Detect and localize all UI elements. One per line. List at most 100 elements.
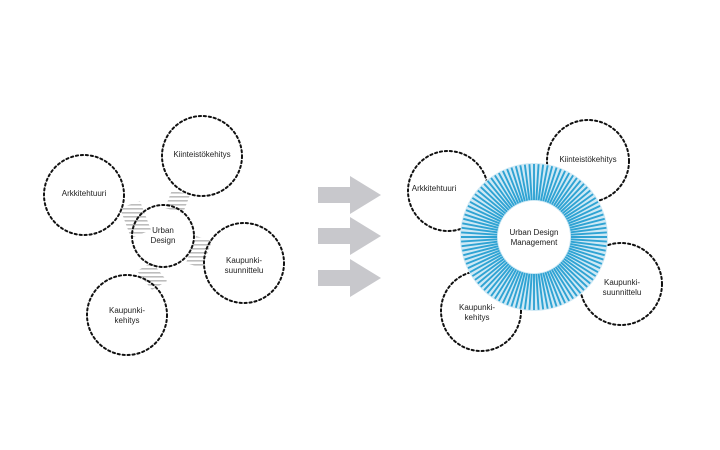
udm-ring-ray [554,266,578,297]
udm-ring-ray [474,257,505,281]
udm-ring-ray [497,268,518,302]
udm-ring-ray [523,273,531,310]
udm-ring-ray [483,183,510,211]
udm-ring-ray [464,247,500,261]
udm-ring-ray [477,189,507,215]
udm-ring-ray [564,197,597,218]
udm-ring-ray [563,193,594,217]
udm-ring-ray [465,249,500,265]
udm-ring-ray [462,222,498,232]
left-center-node [131,204,195,268]
left-label-kaupunkisuunnittelu: Kaupunki- suunnittelu [224,256,264,275]
udm-ring-ray [544,271,558,307]
arrow-2 [318,217,381,255]
udm-ring-ray [461,226,498,234]
udm-ring-rays [461,164,607,310]
udm-ring-ray [563,257,594,281]
udm-ring-ray [554,177,578,208]
udm-ring-ray [548,270,566,304]
udm-ring-ray [537,273,545,310]
udm-ring-ray [567,251,601,269]
udm-ring-ray [553,267,574,300]
udm-ring-ray [461,231,498,236]
udm-ring-ray [463,217,499,229]
right-label-kiinteisto: Kiinteistökehitys [559,155,617,164]
udm-ring-ray [469,200,503,221]
udm-ring-ray [506,271,522,306]
right-node-kaupunkisuunnittelu [579,242,663,326]
udm-ring-ray [494,267,515,300]
udm-ring-ray [546,168,562,203]
udm-ring-ray [528,273,533,310]
udm-ring-ray [565,200,599,221]
udm-ring-ray [542,272,554,308]
udm-ring-ray [469,253,503,274]
udm-ring-ray [510,167,524,203]
udm-ring-ray [506,168,522,203]
udm-ring-ray [568,209,603,225]
connector-kaupunkikehitys [137,262,167,290]
udm-ring-ray [514,272,526,308]
udm-ring-ray [480,186,508,213]
udm-ring-ray [539,273,549,309]
left-label-kaupunkikehitys: Kaupunki- kehitys [108,306,146,325]
udm-ring-ray [565,253,599,274]
udm-ring-ray [564,256,597,277]
udm-ring-ray [502,270,520,304]
udm-ring-ray [550,172,571,206]
udm-ring-ray [535,273,540,310]
right-label-arkkitehtuuri: Arkkitehtuuri [411,184,457,193]
left-label-arkkitehtuuri: Arkkitehtuuri [61,189,107,198]
udm-ring-ray [461,238,498,243]
left-node-kaupunkikehitys [86,274,168,356]
left-connectors [120,190,212,290]
udm-ring-ray [544,167,558,203]
udm-ring-ray [539,165,549,201]
udm-ring-ray [471,197,504,218]
udm-ring-ray [474,193,505,217]
left-label-kiinteisto: Kiinteistökehitys [173,150,231,159]
udm-ring-ray [558,263,585,291]
left-node-kaupunkisuunnittelu [203,222,285,304]
udm-ring-ray [477,259,507,285]
udm-ring-ray [550,268,571,302]
arrow-3 [318,259,381,297]
right-label-kaupunkikehitys: Kaupunki- kehitys [458,303,496,322]
udm-ring-ray [570,242,606,252]
connector-kiinteisto [165,190,190,213]
left-node-arkkitehtuuri [43,154,125,236]
udm-ring-ray [486,180,512,210]
udm-ring-ray [548,170,566,204]
udm-ring-ray [523,164,531,201]
udm-ring-ray [570,238,607,243]
udm-ring-ray [464,213,500,227]
udm-ring-ray [494,174,515,207]
udm-ring-ray [519,273,529,309]
udm-ring-ray [463,245,499,257]
udm-ring-ray [542,166,554,202]
udm-ring-ray [560,186,588,213]
udm-ring-ray [558,183,585,211]
right-label-kaupunkisuunnittelu: Kaupunki- suunnittelu [602,278,642,297]
arrows-group [318,176,381,297]
udm-ring-ray [546,271,562,306]
udm-ring-ray [568,247,604,261]
udm-ring-ray [461,240,498,248]
udm-ring-ray [467,251,501,269]
udm-ring-ray [569,245,605,257]
udm-ring-ray [553,174,574,207]
udm-ring-ray [528,164,533,201]
udm-ring-ray [568,249,603,265]
udm-ring-ray [535,164,540,201]
left-node-kiinteisto [161,115,243,197]
udm-ring-ray [490,266,514,297]
udm-ring-ray [510,271,524,307]
udm-ring-ray [467,205,501,223]
udm-ring-ray [480,261,508,288]
udm-ring-ray [537,164,545,201]
udm-ring-ray [560,261,588,288]
udm-ring [460,163,608,311]
right-center-label: Urban Design Management [509,228,559,247]
udm-ring-ray [568,213,604,227]
